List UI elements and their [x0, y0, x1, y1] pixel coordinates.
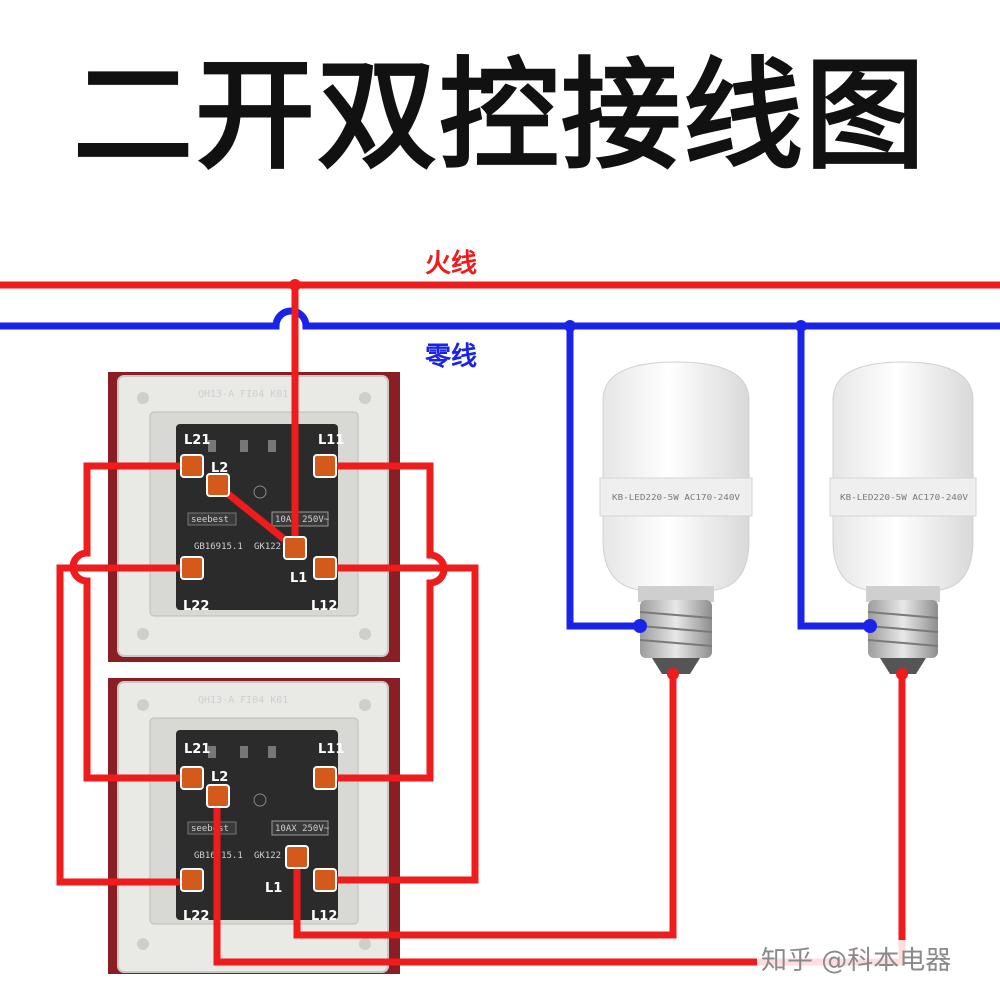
switch-bottom-photo [108, 678, 400, 974]
bulb-left [599, 361, 753, 674]
switch-bottom-plate-model: QH13-A FI04 K01 [198, 695, 288, 706]
switch-top-model: GK122 [254, 542, 281, 552]
switch-bottom-rating: 10AX 250V~ [275, 824, 330, 834]
switch-top-standard: GB16915.1 [194, 542, 243, 552]
traveler-wires [56, 462, 479, 886]
switch-bottom-brand: seebest [191, 824, 229, 834]
switch-top-brand: seebest [191, 515, 229, 525]
switch-bottom-label-l21: L21 [184, 742, 210, 757]
neutral-wire-label: 零线 [425, 342, 477, 372]
switch-top-rating: 10AX 250V~ [275, 515, 330, 525]
bridge-wire-top [214, 482, 298, 551]
page-title: 二开双控接线图 [73, 47, 927, 186]
switched-wire-bulb-left [293, 674, 677, 939]
switch-bottom-label-l22: L22 [183, 909, 209, 924]
switch-top-label-l2: L2 [211, 461, 228, 476]
switch-top-label-l22: L22 [183, 599, 209, 614]
neutral-wire-main [0, 307, 1000, 330]
switch-bottom-label-l1: L1 [265, 881, 282, 896]
live-wire-label: 火线 [425, 249, 477, 279]
switch-top-label-l12: L12 [311, 599, 337, 614]
switch-top-plate-model: QH13-A FI04 K01 [198, 389, 288, 400]
live-junction [289, 279, 301, 291]
neutral-to-bulb-right [797, 326, 870, 630]
switch-top-label-l1: L1 [290, 571, 307, 586]
switch-top-label-l11: L11 [318, 433, 344, 448]
switch-top-label-l21: L21 [184, 433, 210, 448]
switch-bottom-label-l12: L12 [311, 909, 337, 924]
bulb-left-marking: KB-LED220-5W AC170-240V [612, 493, 740, 502]
switch-bottom-label-l11: L11 [318, 742, 344, 757]
bulb-right-marking: KB-LED220-5W AC170-240V [840, 493, 968, 502]
switch-top-terminals [180, 454, 337, 580]
switch-bottom-terminals [180, 766, 337, 892]
switch-bottom-model: GK122 [254, 851, 281, 861]
watermark: 知乎 @科本电器 [757, 940, 956, 977]
switched-wire-bulb-right [213, 674, 906, 966]
bulb-right [829, 361, 977, 674]
switch-bottom-label-l2: L2 [211, 770, 228, 785]
neutral-to-bulb-left [566, 326, 640, 630]
